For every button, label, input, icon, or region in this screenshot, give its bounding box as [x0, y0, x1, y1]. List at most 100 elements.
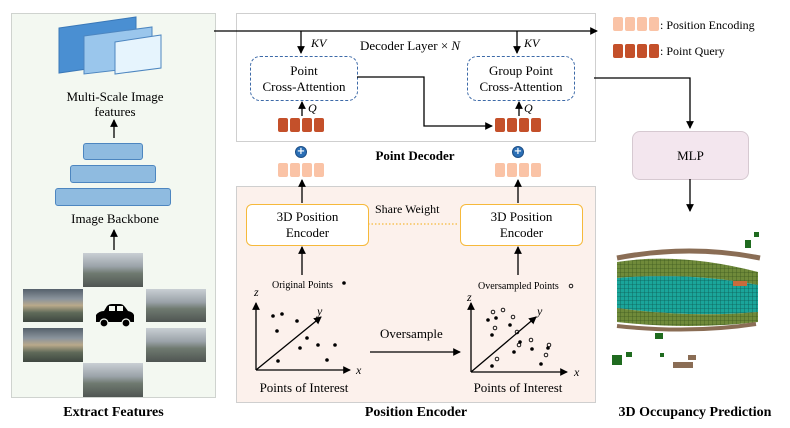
decoder-layer-label: Decoder Layer × N: [360, 38, 460, 54]
camera-image-front-right: [146, 289, 206, 322]
axis-y-label-right: y: [537, 304, 543, 318]
backbone-layer-top: [83, 143, 143, 160]
feature-label-line2: features: [94, 104, 136, 119]
position-encoding-tokens-right: [495, 163, 541, 177]
point-query-token: [613, 44, 623, 58]
occupancy-vehicle: [733, 281, 747, 286]
occupancy-sidewalk-top: [616, 248, 761, 261]
occupancy-road-surface: [617, 276, 758, 315]
occupancy-sidewalk-bottom: [616, 322, 757, 332]
backbone-layer-bottom: [55, 188, 171, 206]
original-point-legend-dot: [342, 281, 346, 285]
point-query-tokens-left: [278, 118, 324, 132]
point-query-token: [302, 118, 312, 132]
position-encoder-line2: Encoder: [499, 225, 544, 240]
position-encoder-line2: Encoder: [285, 225, 330, 240]
point-cross-attention-line1: Point: [290, 62, 318, 78]
axis-z-label-left: z: [254, 285, 259, 299]
legend-position-encoding-label: : Position Encoding: [660, 18, 755, 32]
point-decoder-caption: Point Decoder: [375, 148, 455, 163]
legend-position-encoding-swatch: [613, 17, 659, 31]
position-encoding-token: [613, 17, 623, 31]
q-label-left: Q: [308, 101, 317, 115]
feature-plane-small: [114, 34, 162, 75]
position-encoder-line1: 3D Position: [490, 209, 553, 224]
occupancy-vegetation-clusters: [612, 232, 759, 365]
position-encoder-caption: Position Encoder: [364, 405, 468, 420]
feature-label-line1: Multi-Scale Image: [66, 89, 164, 104]
occupancy-road-band-bottom: [617, 308, 758, 326]
point-query-token: [637, 44, 647, 58]
legend-point-query-swatch: [613, 44, 659, 58]
image-backbone-label: Image Backbone: [71, 211, 159, 226]
q-label-right: Q: [524, 101, 533, 115]
point-cross-attention-line2: Cross-Attention: [262, 78, 346, 94]
points-of-interest-label-right: Points of Interest: [473, 380, 563, 395]
axis-x-label-right: x: [574, 365, 580, 379]
position-encoding-token: [531, 163, 541, 177]
position-encoder-line1: 3D Position: [276, 209, 339, 224]
share-weight-label: Share Weight: [375, 202, 440, 216]
point-cross-attention-block: Point Cross-Attention: [250, 56, 358, 101]
oversample-label: Oversample: [380, 326, 443, 341]
axis-x-label-left: x: [356, 363, 362, 377]
position-encoding-tokens-left: [278, 163, 324, 177]
axis-z-label-right: z: [467, 290, 472, 304]
oversampled-scatter-hollow: [490, 307, 552, 362]
point-query-tokens-right: [495, 118, 541, 132]
axes-right: [467, 302, 568, 376]
occupancy-terrain-clusters: [673, 355, 696, 368]
position-encoding-token: [637, 17, 647, 31]
group-point-cross-attention-line2: Cross-Attention: [479, 78, 563, 94]
position-encoding-token: [302, 163, 312, 177]
mlp-label: MLP: [677, 147, 704, 163]
point-query-token: [314, 118, 324, 132]
camera-image-back-left: [23, 328, 83, 362]
backbone-layer-middle: [70, 165, 156, 183]
kv-label-left: KV: [311, 36, 327, 50]
position-encoding-token: [495, 163, 505, 177]
oversampled-points-label: Oversampled Points: [478, 281, 559, 292]
position-encoding-token: [507, 163, 517, 177]
legend-point-query-label: : Point Query: [660, 44, 725, 58]
points-of-interest-label-left: Points of Interest: [259, 380, 349, 395]
point-query-token: [519, 118, 529, 132]
position-encoding-token: [290, 163, 300, 177]
arrow-decoder-to-mlp: [594, 77, 694, 129]
position-encoding-token: [314, 163, 324, 177]
position-encoding-token: [625, 17, 635, 31]
point-query-token: [278, 118, 288, 132]
oversampled-point-legend-dot: [568, 283, 574, 289]
decoder-layer-text: Decoder Layer ×: [360, 38, 452, 53]
point-query-token: [625, 44, 635, 58]
add-icon-left: +: [295, 146, 307, 158]
occupancy-prediction-caption: 3D Occupancy Prediction: [618, 405, 772, 420]
arrow-attention-to-group-tokens: [357, 76, 493, 130]
point-query-token: [531, 118, 541, 132]
mlp-block: MLP: [632, 131, 749, 180]
group-point-cross-attention-block: Group Point Cross-Attention: [467, 56, 575, 101]
camera-image-back-right: [146, 328, 206, 362]
multi-scale-features-label: Multi-Scale Image features: [40, 89, 190, 119]
position-encoder-block-left: 3D Position Encoder: [246, 204, 369, 246]
position-encoding-token: [278, 163, 288, 177]
axes-left: [252, 302, 351, 374]
point-query-token: [495, 118, 505, 132]
decoder-layer-n: N: [451, 38, 461, 53]
position-encoding-token: [649, 17, 659, 31]
camera-image-front: [83, 253, 143, 287]
occupancy-road-band-top: [617, 258, 758, 285]
original-points-label: Original Points: [272, 280, 333, 291]
camera-image-back: [83, 363, 143, 397]
point-query-token: [507, 118, 517, 132]
position-encoder-block-right: 3D Position Encoder: [460, 204, 583, 246]
original-points-scatter: [271, 312, 337, 363]
add-icon-right: +: [512, 146, 524, 158]
kv-label-right: KV: [524, 36, 540, 50]
group-point-cross-attention-line1: Group Point: [489, 62, 553, 78]
position-encoding-token: [519, 163, 529, 177]
axis-y-label-left: y: [317, 304, 323, 318]
